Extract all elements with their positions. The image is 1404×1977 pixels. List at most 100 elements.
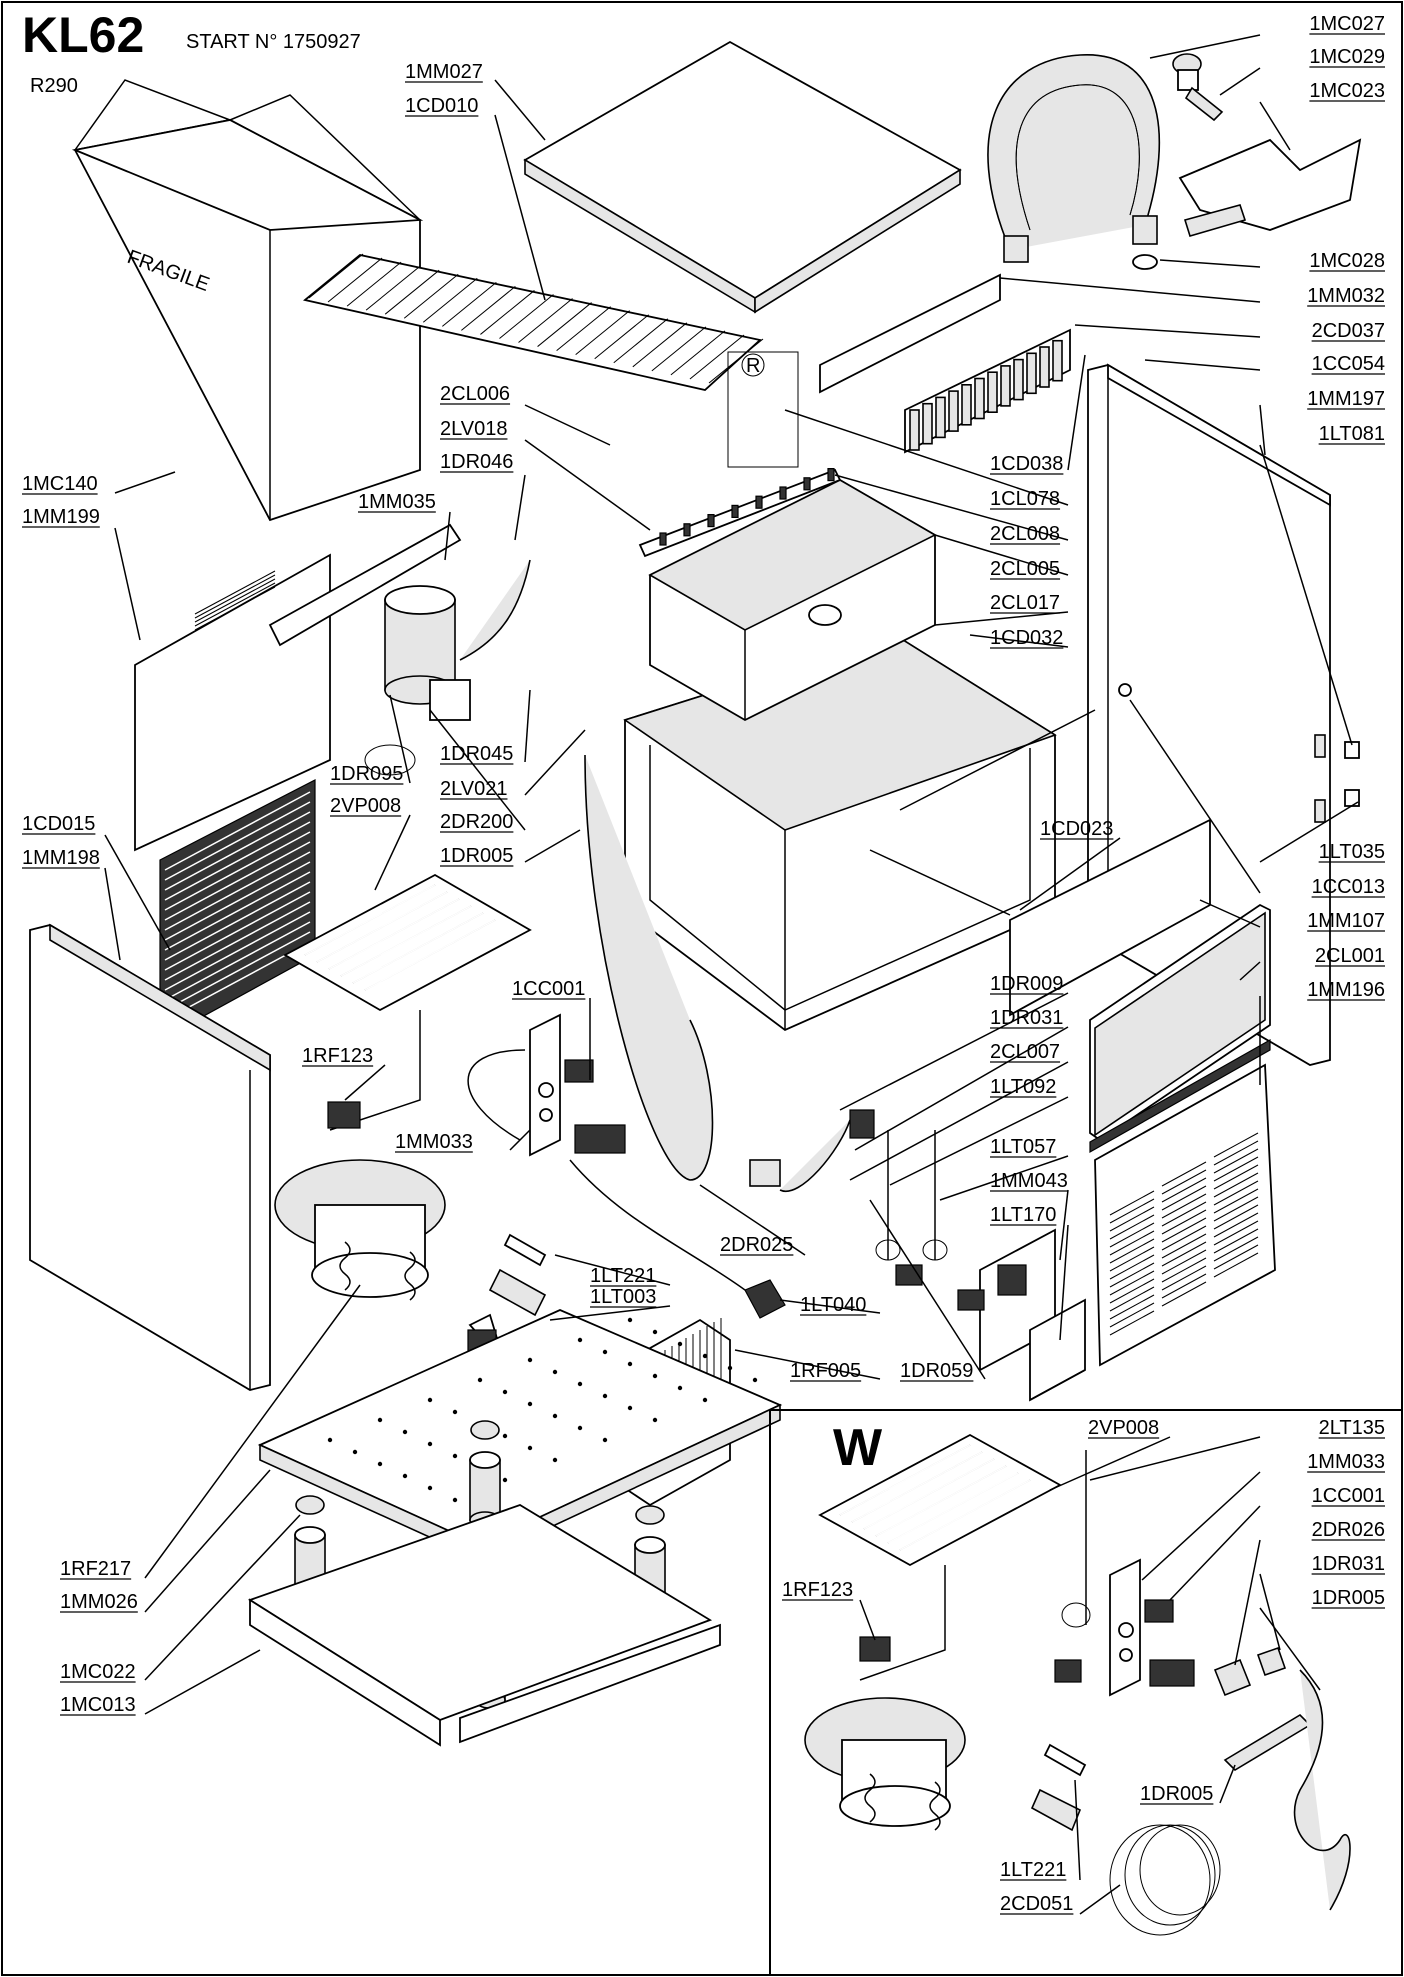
drain-elbow [779, 1119, 851, 1193]
water-tray [648, 478, 937, 722]
part-label-l-1lt057: 1LT057 [990, 1136, 1056, 1158]
part-label-l-1mc013: 1MC013 [60, 1694, 136, 1716]
inset-solenoid [859, 1636, 891, 1662]
drain-nut [849, 1109, 875, 1139]
part-label-l-1rf123: 1RF123 [302, 1045, 373, 1067]
part-label-l-2lv021: 2LV021 [440, 778, 507, 800]
evaporator-coil [283, 873, 532, 1012]
part-label-w-1mm033: 1MM033 [1307, 1451, 1385, 1473]
water-hose [987, 54, 1161, 263]
part-label-w-2dr026: 2DR026 [1312, 1519, 1385, 1541]
part-label-l-2cl008: 2CL008 [990, 523, 1060, 545]
part-label-l-1cd010: 1CD010 [405, 95, 478, 117]
part-label-l-1mm198: 1MM198 [22, 847, 100, 869]
part-label-l-1cd038: 1CD038 [990, 453, 1063, 475]
drain-fitting [749, 1159, 781, 1187]
part-label-l-1lt040: 1LT040 [800, 1294, 866, 1316]
start-capacitor [488, 1233, 547, 1317]
part-label-l-1cd023: 1CD023 [1040, 818, 1113, 840]
inset-suction-line [859, 1565, 946, 1681]
part-label-l-2cd037: 2CD037 [1312, 320, 1385, 342]
plug-cable [569, 1159, 746, 1291]
part-label-l-1mc028: 1MC028 [1309, 250, 1385, 272]
part-label-l-1dr009: 1DR009 [990, 973, 1063, 995]
inset-drain-hose [1293, 1669, 1351, 1911]
part-label-l-1mc140: 1MC140 [22, 473, 98, 495]
part-label-l-1mm197: 1MM197 [1307, 388, 1385, 410]
storage-bin [623, 634, 1057, 1032]
part-label-w-1rf123: 1RF123 [782, 1579, 853, 1601]
part-label-w-1dr031: 1DR031 [1312, 1553, 1385, 1575]
part-label-w-2cd051: 2CD051 [1000, 1893, 1073, 1915]
part-label-l-1lt081: 1LT081 [1319, 423, 1385, 445]
power-plug [744, 1279, 786, 1319]
water-pump [268, 523, 471, 721]
part-label-l-1mm035: 1MM035 [358, 491, 436, 513]
top-cover [523, 40, 962, 314]
part-label-l-1cc001: 1CC001 [512, 978, 585, 1000]
part-label-l-1mm199: 1MM199 [22, 506, 100, 528]
part-label-l-1lt003: 1LT003 [590, 1286, 656, 1308]
part-label-l-1cc054: 1CC054 [1312, 353, 1385, 375]
evaporator-grid [303, 253, 764, 391]
part-label-l-1mc029: 1MC029 [1309, 46, 1385, 68]
part-label-l-2dr025: 2DR025 [720, 1234, 793, 1256]
part-label-l-1mm196: 1MM196 [1307, 979, 1385, 1001]
start-number: START N° 1750927 [186, 31, 361, 53]
part-label-l-2lv018: 2LV018 [440, 418, 507, 440]
wooden-pallet [247, 1504, 721, 1747]
part-label-l-1mm026: 1MM026 [60, 1591, 138, 1613]
part-label-l-1mm107: 1MM107 [1307, 910, 1385, 932]
part-label-l-1dr005: 1DR005 [440, 845, 513, 867]
part-label-l-2cl017: 2CL017 [990, 592, 1060, 614]
part-label-l-1rf217: 1RF217 [60, 1558, 131, 1580]
part-label-l-1mm032: 1MM032 [1307, 285, 1385, 307]
registered-mark: R [746, 355, 760, 377]
registered-mark-circle [741, 353, 765, 377]
front-grille-panel [1094, 1063, 1276, 1367]
part-label-l-1mm043: 1MM043 [990, 1170, 1068, 1192]
part-label-l-2cl006: 2CL006 [440, 383, 510, 405]
part-label-l-1dr046: 1DR046 [440, 451, 513, 473]
part-label-l-1rf005: 1RF005 [790, 1360, 861, 1382]
spray-bar [638, 468, 842, 558]
left-side-panel [29, 923, 271, 1391]
o-ring [364, 744, 416, 776]
control-bracket [529, 1013, 626, 1157]
part-label-l-1dr059: 1DR059 [900, 1360, 973, 1382]
part-labels: 1MC0271MC0291MC0231MC0281MM0322CD0371CC0… [22, 13, 1385, 1915]
inset-capacitors [1030, 1743, 1087, 1832]
part-label-l-2dr200: 2DR200 [440, 811, 513, 833]
part-label-l-1mc027: 1MC027 [1309, 13, 1385, 35]
inset-hose-coil [1109, 1824, 1221, 1936]
part-label-l-2cl005: 2CL005 [990, 558, 1060, 580]
part-label-l-1lt170: 1LT170 [990, 1204, 1056, 1226]
rod-lower [869, 849, 1011, 916]
rod-upper [899, 709, 1096, 811]
part-label-w-2lt135: 2LT135 [1319, 1417, 1385, 1439]
inset-probe-coil [1061, 1602, 1091, 1628]
part-label-w-1dr005b: 1DR005 [1140, 1783, 1213, 1805]
washer [1132, 254, 1158, 270]
part-label-l-1dr095: 1DR095 [330, 763, 403, 785]
power-cable [467, 1049, 526, 1141]
condenser-grille [159, 779, 316, 1042]
electronic-board [979, 1228, 1086, 1402]
inset-drain-pipe [1223, 1713, 1312, 1772]
part-label-l-1mm027: 1MM027 [405, 61, 483, 83]
ice-scoop [1178, 138, 1362, 237]
part-label-l-1cc013: 1CC013 [1312, 876, 1385, 898]
door-gasket [1089, 1038, 1271, 1154]
part-label-l-1dr031: 1DR031 [990, 1007, 1063, 1029]
inset-drain-fitting [1256, 1646, 1287, 1677]
compressor [274, 1159, 446, 1301]
registered-box [727, 351, 799, 468]
part-label-l-1dr045: 1DR045 [440, 743, 513, 765]
part-label-l-1mc022: 1MC022 [60, 1661, 136, 1683]
front-baffle [819, 273, 1071, 454]
inset-w-frame [769, 1409, 1403, 1976]
inset-control-bracket [1054, 1558, 1195, 1697]
refrigerant-label: R290 [30, 75, 78, 97]
